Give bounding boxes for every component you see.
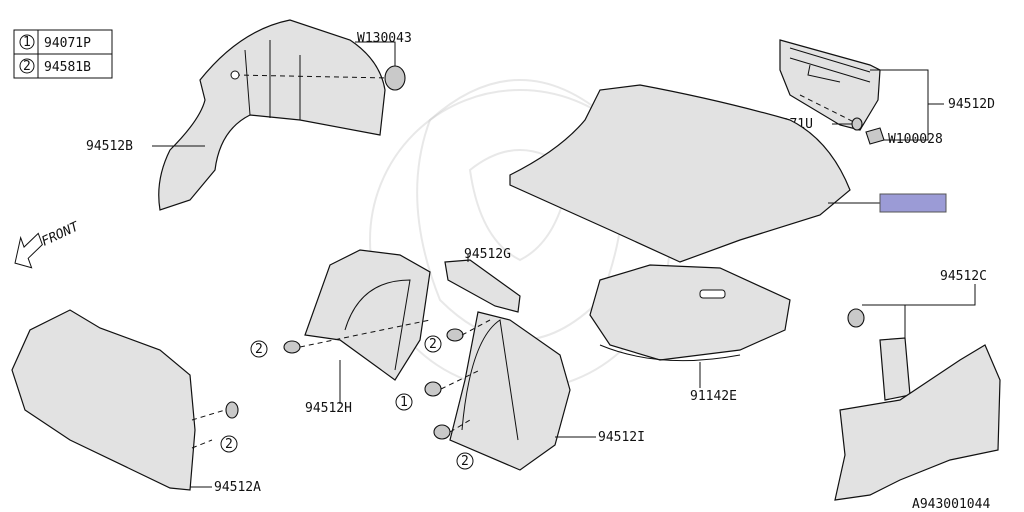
label-W130043: W130043: [357, 31, 412, 46]
label-94512I: 94512I: [598, 430, 645, 445]
fasteners: [283, 319, 491, 440]
svg-text:1: 1: [400, 395, 408, 410]
clip-carpetA: [225, 401, 239, 419]
legend-num-2: 2: [23, 59, 31, 74]
label-94512A: 94512A: [214, 480, 261, 495]
clip-W100028: [865, 127, 885, 145]
callout-2-bottom: 2: [456, 452, 474, 470]
callout-2-carpetA: 2: [220, 435, 238, 453]
label-94512D: 94512D: [948, 97, 995, 112]
trunk-floor-board: [509, 84, 851, 263]
trim-94512D: [779, 39, 881, 131]
label-94512G: 94512G: [464, 247, 511, 262]
trim-94512C: [834, 308, 1001, 501]
callout-2-mid: 2: [424, 335, 442, 353]
label-W100028: W100028: [888, 132, 943, 147]
front-arrow: FRONT: [14, 219, 82, 269]
diagram-code: A943001044: [912, 497, 990, 512]
highlighted-part-label[interactable]: [879, 193, 947, 213]
callout-1-mid: 1: [395, 393, 413, 411]
svg-text:2: 2: [461, 454, 469, 469]
leader-94512C: [862, 284, 976, 338]
label-91142E: 91142E: [690, 389, 737, 404]
clip-W130043: [355, 41, 406, 91]
trim-94512B: [158, 19, 391, 211]
clip-94071U: [832, 117, 863, 131]
legend-part-2: 94581B: [44, 60, 91, 75]
svg-text:2: 2: [429, 337, 437, 352]
bracket-94512G: [444, 259, 521, 313]
legend-table: 1 94071P 2 94581B: [13, 29, 113, 79]
mat-91142E: [589, 264, 791, 362]
label-94512H: 94512H: [305, 401, 352, 416]
callout-2-left: 2: [250, 340, 268, 358]
legend-num-1: 1: [23, 35, 31, 50]
front-label: FRONT: [39, 219, 82, 250]
svg-text:2: 2: [225, 437, 233, 452]
leader-94512D: [870, 69, 944, 141]
panel-94512H: [304, 249, 431, 381]
legend-part-1: 94071P: [44, 36, 91, 51]
carpet-94512A: [11, 309, 226, 491]
svg-text:2: 2: [255, 342, 263, 357]
label-94512C: 94512C: [940, 269, 987, 284]
panel-94512I: [449, 311, 571, 471]
label-94512B: 94512B: [86, 139, 133, 154]
